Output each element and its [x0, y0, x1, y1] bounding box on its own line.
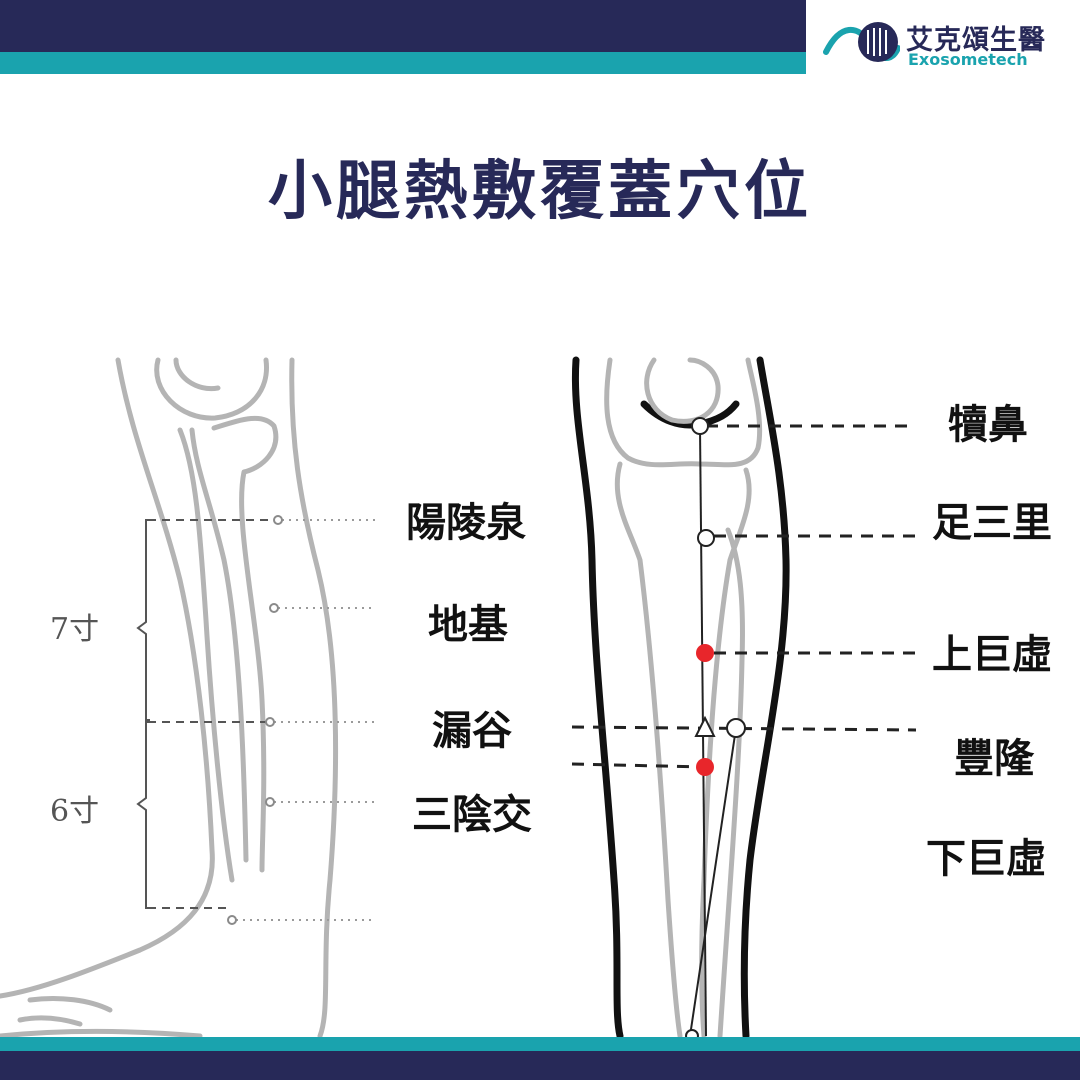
- left-dashed-lines: [148, 519, 272, 909]
- sanyinjiao-point: [265, 797, 275, 807]
- diji-point: [269, 603, 279, 613]
- footer-navy-bar: [0, 1051, 1080, 1080]
- right-acupoints: [685, 417, 746, 1043]
- header-navy-bar: [0, 0, 806, 52]
- page-title: 小腿熱敷覆蓋穴位: [268, 155, 812, 229]
- label-xiajuxu: 下巨虛: [926, 836, 1046, 882]
- brand-logo: 艾克頌生醫 Exosometech: [822, 14, 1072, 74]
- dna-helix-icon: [823, 22, 900, 62]
- measure-bracket: [136, 519, 150, 909]
- label-lougu: 漏谷: [432, 708, 512, 754]
- logo-name-chinese: 艾克頌生醫: [906, 25, 1046, 56]
- fenglong-point: [726, 718, 746, 738]
- header-teal-stripe: [0, 52, 806, 74]
- left-leg-outline: [0, 357, 339, 1039]
- dubi-point: [691, 417, 709, 435]
- label-yanglingquan: 陽陵泉: [406, 500, 526, 546]
- fenglong-connector: [689, 727, 737, 1037]
- right-leg-bones: [604, 357, 763, 1039]
- logo-name-english: Exosometech: [908, 50, 1028, 69]
- ankle-point: [227, 915, 237, 925]
- left-dotted-leaders: [236, 519, 376, 921]
- label-fenglong: 豐隆: [954, 736, 1034, 782]
- label-sanyinjiao: 三陰交: [412, 792, 532, 838]
- label-diji: 地基: [428, 602, 508, 648]
- left-acupoints: [227, 515, 283, 925]
- right-dashed-lines: [571, 424, 917, 769]
- measure-6-cun: 6寸: [50, 794, 100, 829]
- lougu-point: [265, 717, 275, 727]
- footer-teal-stripe: [0, 1037, 1080, 1051]
- label-zusanli: 足三里: [932, 500, 1052, 546]
- xiajuxu-point: [696, 758, 714, 776]
- zusanli-point: [697, 529, 715, 547]
- tiaokou-point: [694, 715, 716, 737]
- label-dubi: 犢鼻: [948, 402, 1028, 448]
- label-shangjuxu: 上巨虛: [932, 632, 1052, 678]
- right-leg-outline: [571, 356, 790, 1040]
- yanglingquan-point: [273, 515, 283, 525]
- measure-7-cun: 7寸: [50, 612, 100, 647]
- shangjuxu-point: [696, 644, 714, 662]
